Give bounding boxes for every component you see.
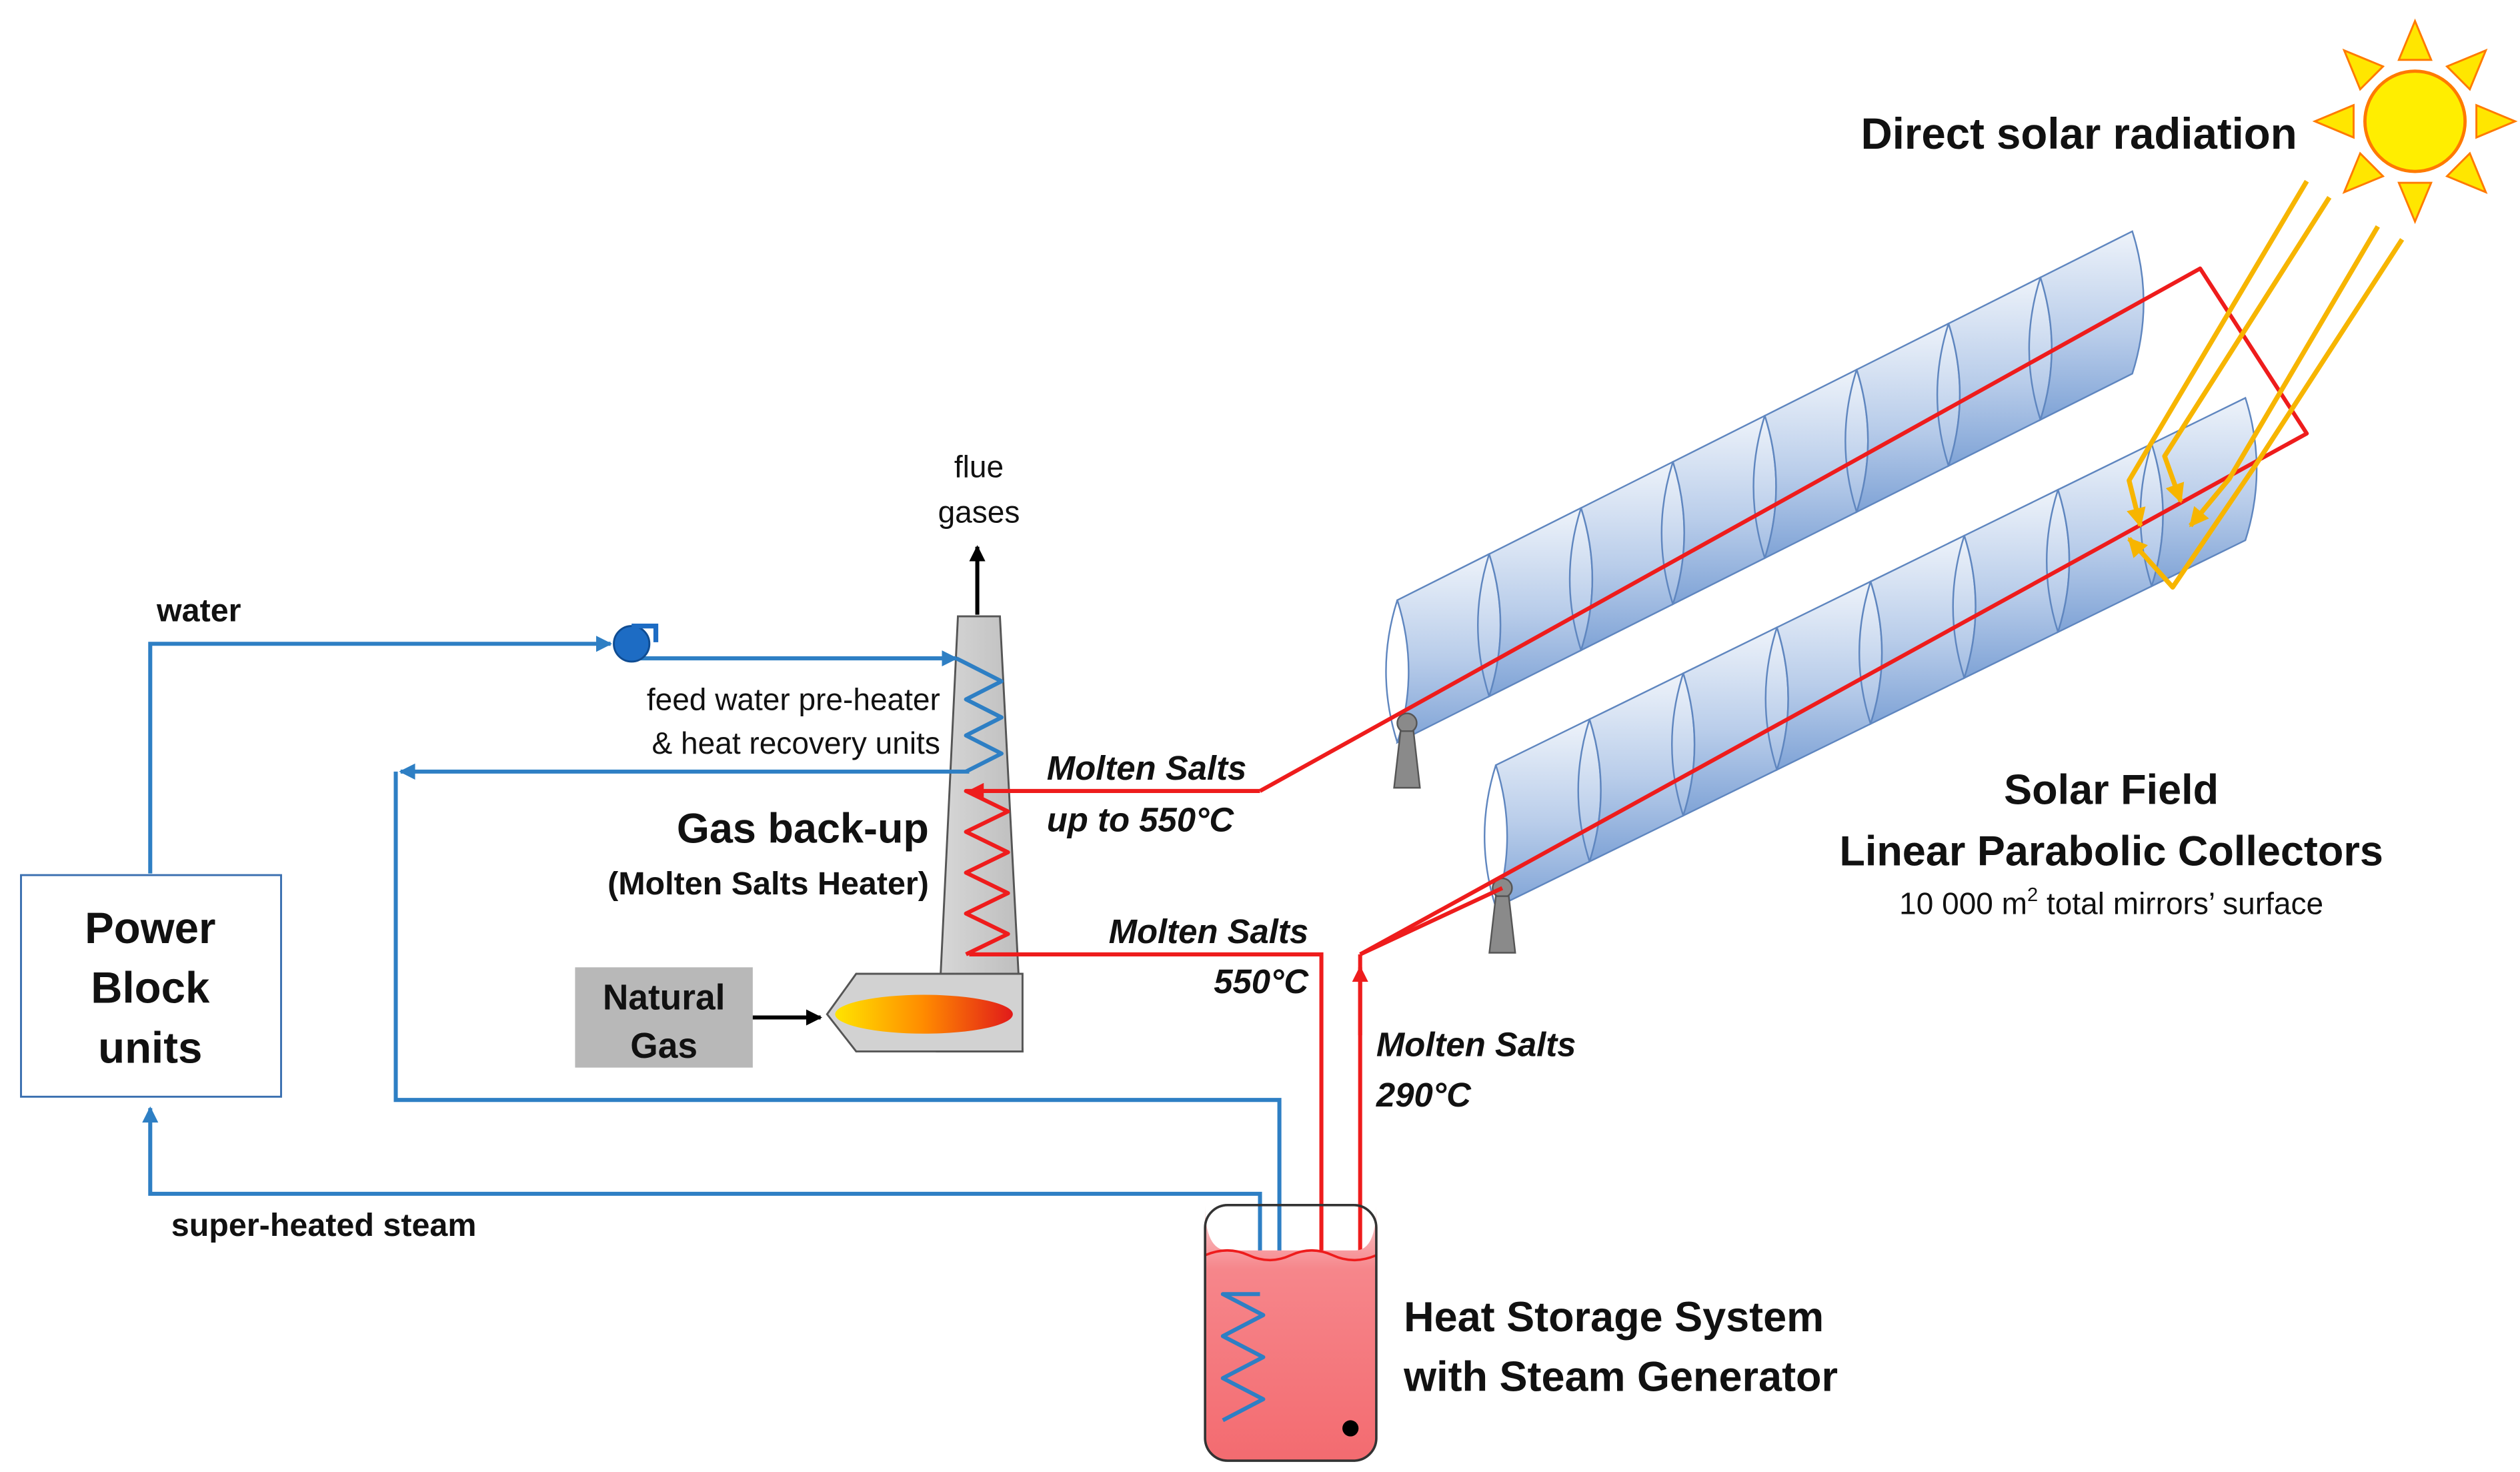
- mirrors-surface-label: 10 000 m2 total mirrors’ surface: [1899, 884, 2323, 920]
- collector-segment: [1579, 460, 1685, 652]
- molten-salt-receiver-loop: [1259, 266, 2309, 956]
- power-block-box: [20, 874, 282, 1098]
- mirrors-superscript: 2: [2027, 884, 2038, 906]
- flue-gases-label: gases: [938, 494, 1020, 529]
- superheated-steam-pipe: [142, 1106, 1262, 1295]
- flue-gases-label: flue: [954, 449, 1004, 484]
- collector-segment-edge: [1844, 369, 1858, 512]
- collector-segment: [1671, 414, 1777, 606]
- solar-rays-icon: [2127, 179, 2405, 590]
- molten-salt-coil: [964, 788, 1010, 956]
- collector-segment: [1494, 718, 1602, 909]
- collector-segment-edge: [1660, 462, 1674, 605]
- gas-backup-sublabel: (Molten Salts Heater): [607, 866, 929, 902]
- sun-ray-icon: [2445, 151, 2488, 194]
- collector-segment-edge: [1936, 323, 1950, 466]
- collector-segment-edge: [2046, 489, 2059, 633]
- tank-outlet-icon: [1342, 1420, 1359, 1437]
- feed-water-label: feed water pre-heater: [647, 682, 940, 717]
- collector-segment: [1855, 322, 1961, 514]
- water-pipe: [148, 636, 958, 874]
- sun-ray-icon: [2342, 48, 2385, 91]
- collector-segment: [1963, 488, 2071, 680]
- molten-salts-hot-label: up to 550°C: [1047, 801, 1235, 839]
- mirrors-prefix: 10 000 m: [1899, 886, 2027, 920]
- direct-solar-radiation-label: Direct solar radiation: [1861, 109, 2297, 158]
- molten-salts-hot-label: Molten Salts: [1047, 749, 1247, 787]
- collector-segment-edge: [1671, 673, 1684, 816]
- collector-segment: [2039, 230, 2145, 422]
- natural-gas-box: [575, 967, 823, 1068]
- collector-segment-edge: [1477, 554, 1490, 697]
- sun-ray-icon: [2475, 103, 2518, 139]
- collector-segment: [1869, 534, 1977, 726]
- heat-storage-tank: [1204, 1204, 1378, 1462]
- power-block-label: units: [98, 1023, 202, 1072]
- water-label: water: [156, 592, 241, 628]
- collector-segment-edge: [1858, 581, 1872, 724]
- gas-backup-label: Gas back-up: [677, 806, 929, 852]
- superheated-steam-label: super-heated steam: [171, 1207, 477, 1243]
- power-block-label: Block: [91, 964, 210, 1012]
- collector-row-front: [1484, 396, 2258, 909]
- collector-segment: [1396, 552, 1502, 744]
- collector-segment-edge: [2028, 277, 2042, 420]
- heat-storage-label: with Steam Generator: [1403, 1354, 1838, 1401]
- linear-parabolic-label: Linear Parabolic Collectors: [1839, 828, 2383, 874]
- collector-segment: [2057, 442, 2164, 634]
- molten-salts-290-label: 290°C: [1376, 1076, 1472, 1114]
- sun-ray-icon: [2342, 151, 2385, 194]
- solar-field-label: Solar Field: [2004, 766, 2219, 813]
- molten-salts-290-label: Molten Salts: [1376, 1026, 1576, 1064]
- power-block-label: Power: [85, 904, 215, 952]
- sun-icon: [2312, 18, 2518, 225]
- collector-segment-edge: [1568, 508, 1582, 651]
- sun-ray-icon: [2312, 103, 2355, 139]
- collector-segment: [1682, 626, 1789, 818]
- collector-row-back: [1385, 230, 2145, 744]
- collector-segment-edge: [1752, 415, 1766, 559]
- collector-segment-edge: [1484, 764, 1497, 908]
- collector-segment-edge: [1385, 600, 1398, 743]
- sun-ray-icon: [2397, 18, 2433, 61]
- collector-segment-edge: [1952, 535, 1965, 678]
- collector-support-icon: [1393, 712, 1421, 789]
- natural-gas-label: Natural: [603, 978, 726, 1017]
- sun-ray-icon: [2397, 181, 2433, 225]
- collector-segment-edge: [1577, 718, 1590, 862]
- mirrors-suffix: total mirrors’ surface: [2038, 886, 2323, 920]
- heat-storage-label: Heat Storage System: [1404, 1294, 1824, 1341]
- salt-to-storage-pipe: [969, 952, 1330, 1280]
- feed-water-coil: [955, 656, 1004, 774]
- molten-salts-550-label: 550°C: [1214, 962, 1309, 1000]
- sun-ray-icon: [2445, 48, 2488, 91]
- collector-segment: [1947, 276, 2053, 468]
- collector-segment: [1488, 506, 1594, 698]
- pump-icon: [613, 623, 659, 663]
- molten-salts-550-label: Molten Salts: [1109, 912, 1309, 950]
- feed-water-label: & heat recovery units: [652, 726, 940, 760]
- collector-support-icon: [1488, 877, 1516, 954]
- burner-flame-icon: [835, 994, 1013, 1034]
- natural-gas-label: Gas: [630, 1026, 698, 1066]
- steam-generator-coil: [1220, 1292, 1266, 1423]
- collector-segment-edge: [1764, 627, 1778, 770]
- collector-segment: [1588, 672, 1696, 864]
